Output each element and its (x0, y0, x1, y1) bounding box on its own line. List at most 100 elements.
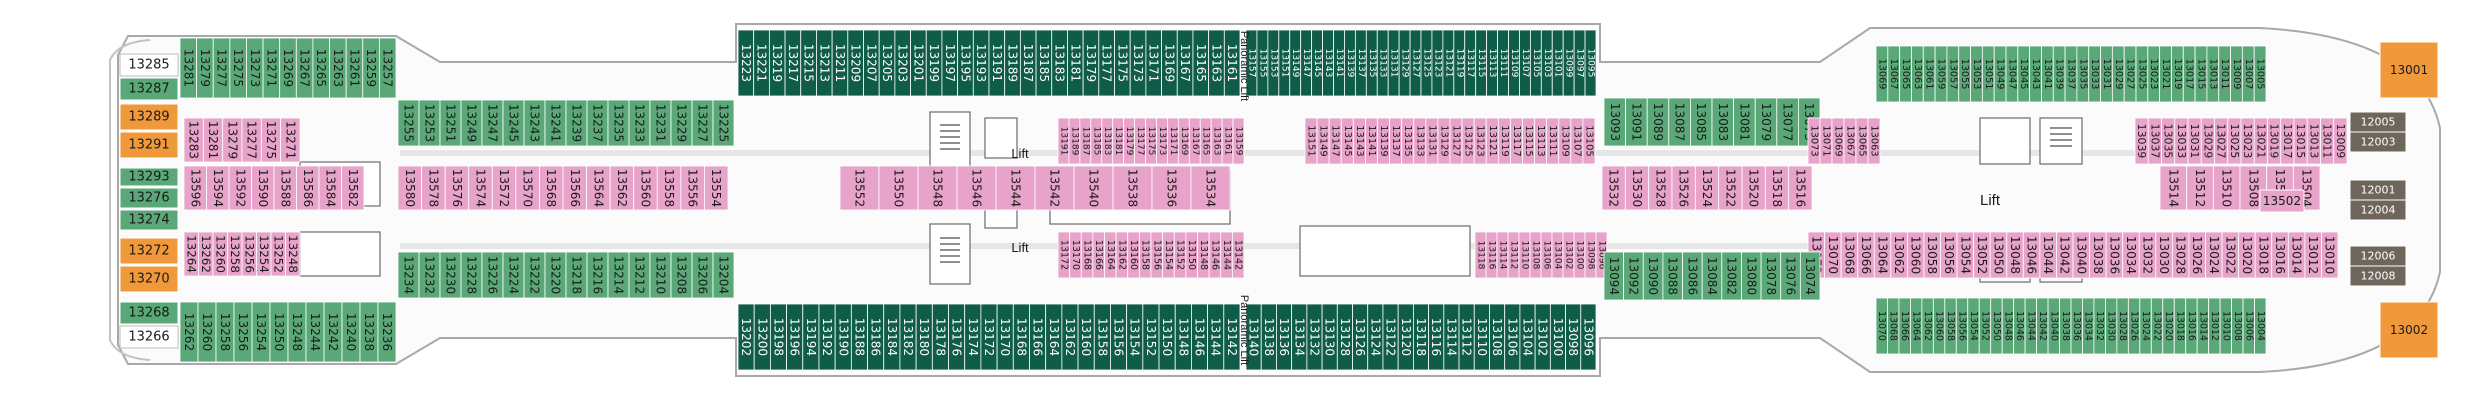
cabin-13105[interactable] (1582, 117, 1596, 165)
cabin-number: 13167 (1178, 44, 1192, 82)
cabin-13161[interactable] (1223, 29, 1241, 97)
cabin-number: 13277 (215, 49, 229, 87)
cabin-number: 13143 (1354, 125, 1365, 156)
cabin-12004[interactable] (2349, 199, 2407, 221)
cabin-number: 13172 (1058, 240, 1069, 270)
cabin-number: 13566 (568, 169, 582, 207)
cabin-13554[interactable] (704, 165, 729, 211)
cabin-13514[interactable] (2159, 165, 2188, 211)
cabin-number: 13123 (1475, 125, 1486, 156)
cabin-number: 13512 (2193, 169, 2207, 207)
lift-label-center: Lift (1980, 192, 2001, 209)
cabin-13001[interactable] (2379, 41, 2439, 99)
cabin-number: 13277 (245, 121, 259, 159)
cabin-13005[interactable] (2253, 45, 2267, 103)
cabin-13289[interactable] (119, 103, 179, 131)
cabin-number: 13276 (128, 191, 169, 206)
cabin-number: 13234 (402, 256, 416, 294)
cabin-number: 13249 (465, 104, 479, 142)
cabin-number: 13025 (2228, 124, 2241, 159)
cabin-13287[interactable] (119, 77, 179, 101)
cabin-13236[interactable] (377, 301, 397, 363)
cabin-number: 12008 (2361, 270, 2396, 283)
cabin-number: 13235 (612, 104, 626, 142)
cabin-number: 13103 (1542, 49, 1552, 78)
cabin-number: 13222 (528, 256, 542, 294)
cabin-13276[interactable] (119, 187, 179, 209)
cabin-13272[interactable] (119, 237, 179, 265)
cabin-13544[interactable] (995, 165, 1036, 211)
cabin-13266[interactable] (119, 325, 179, 349)
cabin-number: 13064 (1911, 311, 1922, 341)
cabin-number: 13227 (696, 104, 710, 142)
cabin-number: 13028 (2174, 236, 2188, 274)
cabin-13542[interactable] (1034, 165, 1075, 211)
cabin-number: 13191 (990, 44, 1004, 82)
cabin-number: 13572 (497, 169, 511, 207)
cabin-number: 13054 (1968, 311, 1979, 341)
cabin-13534[interactable] (1190, 165, 1231, 211)
cabin-number: 13129 (1438, 125, 1449, 156)
cabin-13010[interactable] (2321, 231, 2339, 279)
cabin-13095[interactable] (1584, 29, 1597, 97)
cabin-13291[interactable] (119, 131, 179, 159)
cabin-13582[interactable] (341, 165, 365, 211)
cabin-13516[interactable] (1788, 165, 1813, 211)
cabin-13270[interactable] (119, 265, 179, 293)
cabin-number: 13162 (1116, 240, 1127, 270)
cabin-number: 13198 (771, 318, 785, 356)
cabin-13536[interactable] (1151, 165, 1192, 211)
cabin-13293[interactable] (119, 167, 179, 187)
cabin-13204[interactable] (712, 251, 735, 299)
cabin-13285[interactable] (119, 53, 179, 77)
cabin-number: 13076 (1784, 257, 1798, 295)
cabin-number: 12004 (2361, 204, 2396, 217)
cabin-13268[interactable] (119, 301, 179, 325)
cabin-13274[interactable] (119, 209, 179, 231)
cabin-13004[interactable] (2254, 297, 2267, 355)
cabin-number: 13018 (2256, 236, 2270, 274)
cabin-number: 13594 (211, 169, 225, 207)
cabin-number: 13267 (298, 49, 312, 87)
cabin-13548[interactable] (917, 165, 958, 211)
cabin-number: 13281 (181, 49, 195, 87)
cabin-number: 13192 (820, 318, 834, 356)
cabin-number: 13061 (1924, 59, 1935, 90)
cabin-number: 13017 (2184, 59, 2195, 90)
cabin-row-r5d: 1307213070130681306613064130621306013058… (1807, 231, 2339, 279)
cabin-number: 13096 (1581, 318, 1595, 356)
cabin-number: 13151 (1306, 125, 1317, 156)
cabin-13538[interactable] (1112, 165, 1153, 211)
cabin-number: 13038 (2091, 236, 2105, 274)
cabin-13009[interactable] (2333, 117, 2348, 165)
cabin-number: 13063 (1869, 125, 1880, 156)
cabin-number: 13066 (1859, 236, 1873, 274)
cabin-number: 13166 (1031, 318, 1045, 356)
cabin-number: 13175 (1115, 44, 1129, 82)
cabin-13271[interactable] (280, 117, 301, 163)
cabin-13248[interactable] (285, 231, 301, 277)
cabin-number: 13200 (755, 318, 769, 356)
cabin-number: 13069 (1876, 59, 1887, 90)
cabin-number: 13055 (1959, 59, 1970, 90)
cabin-13502[interactable] (2259, 189, 2305, 213)
cabin-13225[interactable] (712, 99, 735, 147)
cabin-13074[interactable] (1799, 251, 1821, 301)
cabin-13159[interactable] (1232, 117, 1245, 165)
cabin-13063[interactable] (1867, 117, 1881, 165)
cabin-number: 13093 (1608, 103, 1622, 141)
cabin-13142[interactable] (1223, 303, 1241, 371)
cabin-12008[interactable] (2349, 265, 2407, 287)
panoramic-lift-label-bottom: Panoramic Lift (1238, 295, 1250, 365)
cabin-13257[interactable] (378, 37, 397, 99)
cabin-12003[interactable] (2349, 131, 2407, 153)
cabin-number: 13185 (1037, 44, 1051, 82)
cabin-13142[interactable] (1231, 231, 1245, 279)
cabin-number: 13017 (2281, 124, 2294, 159)
cabin-13512[interactable] (2186, 165, 2214, 211)
cabin-13002[interactable] (2379, 301, 2439, 359)
cabin-13550[interactable] (878, 165, 919, 211)
cabin-13096[interactable] (1580, 303, 1597, 371)
